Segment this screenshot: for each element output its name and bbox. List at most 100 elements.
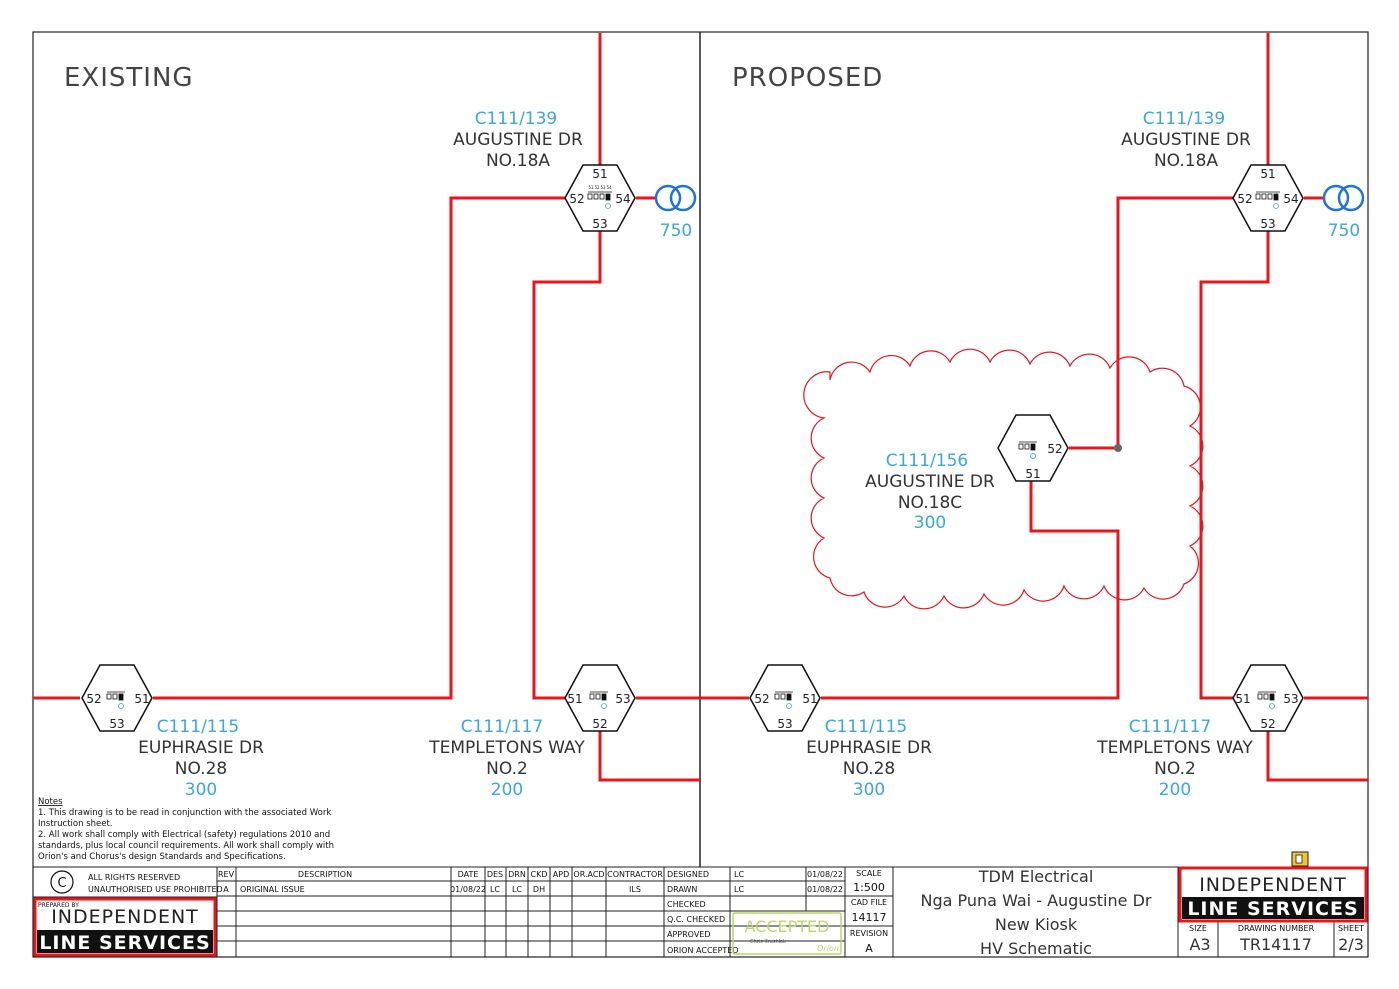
switchgear-c111-115-existing[interactable]: 52 51 53 [81,664,153,732]
sign-name: LC [734,870,744,879]
sign-name: LC [734,885,744,894]
rights-line-1: ALL RIGHTS RESERVED [88,873,180,882]
port-label: 51 [1260,167,1275,181]
port-label: 53 [1260,217,1275,231]
rev-cell: LC [490,885,500,894]
rev-cell: ILS [629,885,641,894]
port-label: 51 [802,692,817,706]
node-street: AUGUSTINE DR [1121,130,1251,150]
switch-bank-icon [587,191,612,209]
node-kva: 300 [853,780,885,800]
node-id: C111/117 [461,717,544,737]
switchgear-c111-115-proposed[interactable]: 52 51 53 [749,664,821,732]
port-label: 52 [754,692,769,706]
port-label: 52 [86,692,101,706]
port-label: 52 [592,717,607,731]
cable [598,731,700,782]
switchgear-c111-139-existing[interactable]: 51 52 53 54 51 52 53 54 [564,164,636,232]
existing-title: EXISTING [64,63,194,93]
port-label: 54 [1283,192,1298,206]
switch-bank-icon [774,691,793,709]
rev-cell: 01/08/22 [450,885,486,894]
port-label: 52 [1047,442,1062,456]
node-id: C111/156 [886,451,969,471]
sign-label: DESIGNED [667,870,709,879]
port-label: 51 [134,692,149,706]
node-number: NO.18A [486,151,550,171]
accepted-stamp-brand: Orion [817,944,839,953]
switch-bank-icon [1257,691,1276,709]
rev-header: CONTRACTOR [607,870,663,879]
sign-date: 01/08/22 [807,885,843,894]
rev-cell: DH [533,885,545,894]
note-line: Orion's and Chorus's design Standards an… [38,852,286,862]
rev-header: CKD [531,870,548,879]
switch-mini-label: 54 [606,185,612,190]
switchgear-c111-139-proposed[interactable]: 51 52 53 54 [1232,164,1304,232]
transformer-icon [654,184,697,212]
copyright-symbol: C [57,876,66,891]
node-street: AUGUSTINE DR [453,130,583,150]
port-label: 53 [777,717,792,731]
node-street: EUPHRASIE DR [806,738,932,758]
port-label: 51 [1025,467,1040,481]
drawing-title-line: HV Schematic [980,939,1092,958]
node-kva: 200 [491,780,523,800]
node-number: NO.28 [843,759,895,779]
ils-logo-band [37,930,213,953]
switchgear-c111-117-existing[interactable]: 51 53 52 [564,664,636,732]
node-id: C111/117 [1129,717,1212,737]
cable [1069,196,1233,450]
switchgear-c111-117-proposed[interactable]: 51 53 52 [1232,664,1304,732]
rev-cell: ORIGINAL ISSUE [240,885,305,894]
rev-header: DATE [458,870,479,879]
drawing-number-value: TR14117 [1239,935,1312,954]
document-icon-inner [1295,854,1303,864]
switchgear-c111-156-proposed[interactable]: 52 51 [997,414,1069,482]
node-street: AUGUSTINE DR [865,472,995,492]
ils-logo-band [1182,897,1364,919]
node-id: C111/139 [1143,109,1226,129]
scale-label: SCALE [856,869,882,878]
node-kva: 200 [1159,780,1191,800]
node-id: C111/115 [825,717,908,737]
sign-date: 01/08/22 [807,870,843,879]
rev-header: OR.ACD [573,870,604,879]
scale-value: 1:500 [853,881,885,894]
node-street: TEMPLETONS WAY [1096,738,1253,758]
drawing-title-line: TDM Electrical [978,867,1094,886]
switch-bank-icon [589,691,608,709]
node-id: C111/139 [475,109,558,129]
port-label: 53 [592,217,607,231]
port-label: 53 [109,717,124,731]
size-label: SIZE [1189,924,1207,933]
port-label: 54 [615,192,630,206]
sheet-label: SHEET [1338,924,1364,933]
size-value: A3 [1189,935,1210,954]
rev-header: REV [218,870,235,879]
rev-header: DESCRIPTION [298,870,352,879]
port-label: 52 [1237,192,1252,206]
ils-logo-line-1: INDEPENDENT [51,906,199,928]
cable [1266,731,1368,782]
node-kva: 300 [185,780,217,800]
node-number: NO.18C [898,493,962,513]
rights-line-2: UNAUTHORISED USE PROHIBITED [88,885,223,894]
cad-value: 14117 [852,911,887,924]
switch-mini-label: 53 [600,185,606,190]
proposed-title: PROPOSED [732,63,883,93]
note-line: 1. This drawing is to be read in conjunc… [38,808,331,818]
revision-cloud [803,348,1204,610]
port-label: 53 [1283,692,1298,706]
transformer-kva: 750 [660,221,692,241]
switch-bank-icon [1255,191,1280,209]
transformer-icon [1322,184,1365,212]
copyright-icon [50,870,74,894]
sign-label: Q.C. CHECKED [667,915,725,924]
title-block [33,866,1368,957]
cable [821,481,1120,700]
node-number: NO.28 [175,759,227,779]
rev-cell: A [223,885,229,894]
cad-label: CAD FILE [851,898,887,907]
